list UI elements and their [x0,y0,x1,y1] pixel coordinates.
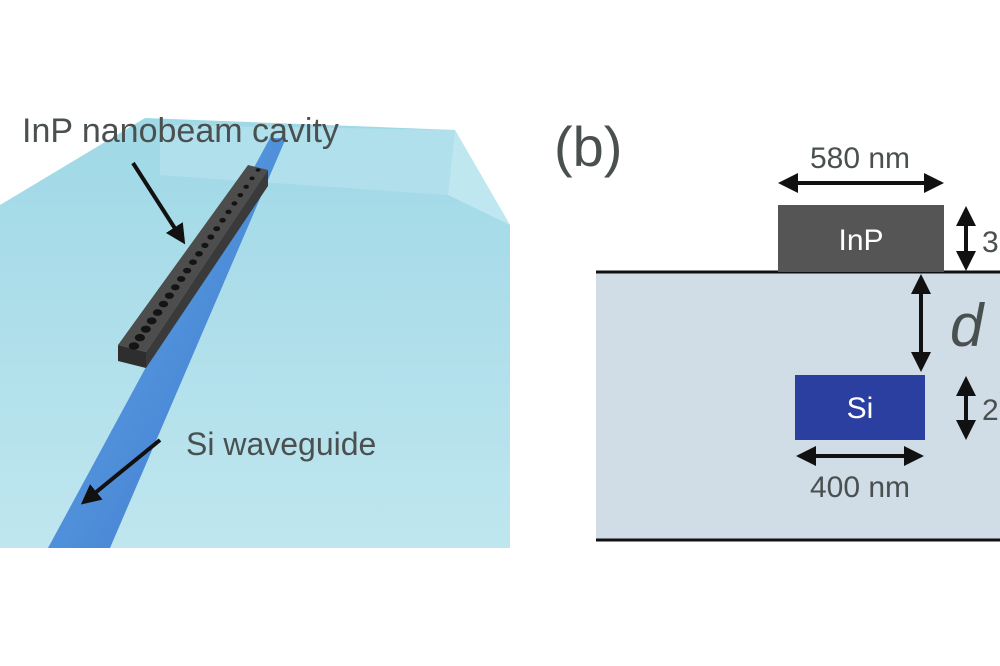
nanobeam-hole [183,267,192,274]
nanobeam-hole [152,309,163,316]
panel-b-label: (b) [554,115,622,178]
nanobeam-hole [225,209,232,215]
panel-a: InP nanobeam cavity Si waveguide [0,112,510,548]
nanobeam-hole [201,242,209,249]
inp-block [778,205,944,272]
nanobeam-hole [128,342,140,350]
nanobeam-hole [237,193,244,198]
cladding-top-plateau [160,125,455,195]
cavity-pointer-arrow [131,161,186,245]
cladding-right-face [448,130,510,225]
panel-b: (b) InP 580 nm 3 d Si 2 400 nm [554,115,1000,542]
inp-width-label: 580 nm [810,142,910,175]
nanobeam-hole [249,176,255,181]
si-thickness-label: 2 [982,394,999,427]
inp-nanobeam [118,165,268,368]
waveguide-pointer-arrow [80,438,162,505]
nanobeam-hole [134,333,145,342]
inp-thickness-label: 3 [982,226,999,259]
nanobeam-hole [171,284,180,291]
nanobeam-hole [255,168,261,172]
cavity-label: InP nanobeam cavity [22,112,339,150]
nanobeam-side-face [146,170,268,368]
si-width-label: 400 nm [810,471,910,504]
waveguide-label: Si waveguide [186,426,376,462]
si-label: Si [847,392,874,425]
nanobeam-hole [231,201,238,206]
nanobeam-hole [207,234,215,240]
nanobeam-hole [243,184,249,189]
nanobeam-hole [213,226,221,232]
nanobeam-hole [195,251,203,257]
nanobeam-hole [219,217,226,223]
nanobeam-hole [189,259,197,266]
nanobeam-hole [164,292,174,299]
nanobeam-front-face [118,345,146,368]
inp-label: InP [838,224,883,257]
nanobeam-hole [146,317,157,325]
nanobeam-hole [177,276,186,282]
si-block [795,375,925,440]
nanobeam-hole [158,300,169,308]
nanobeam-hole [140,325,151,333]
gap-label: d [950,292,985,359]
nanobeam-holes [128,168,261,350]
